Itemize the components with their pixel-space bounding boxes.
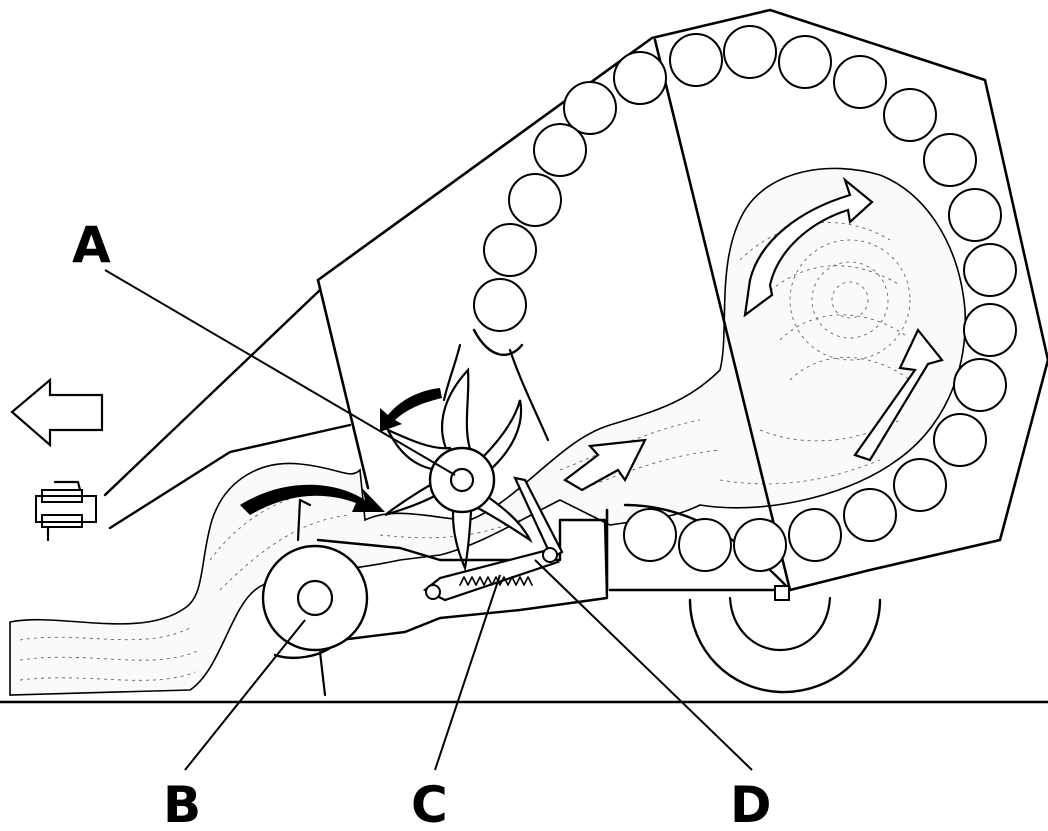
travel-direction-arrow xyxy=(12,380,102,445)
label-b: B xyxy=(163,776,201,831)
wheel xyxy=(690,586,880,692)
label-d: D xyxy=(730,776,772,831)
label-a: A xyxy=(72,216,111,274)
label-c: C xyxy=(411,776,448,831)
front-rollers xyxy=(474,52,666,355)
rotor-direction-arrow xyxy=(380,388,442,432)
